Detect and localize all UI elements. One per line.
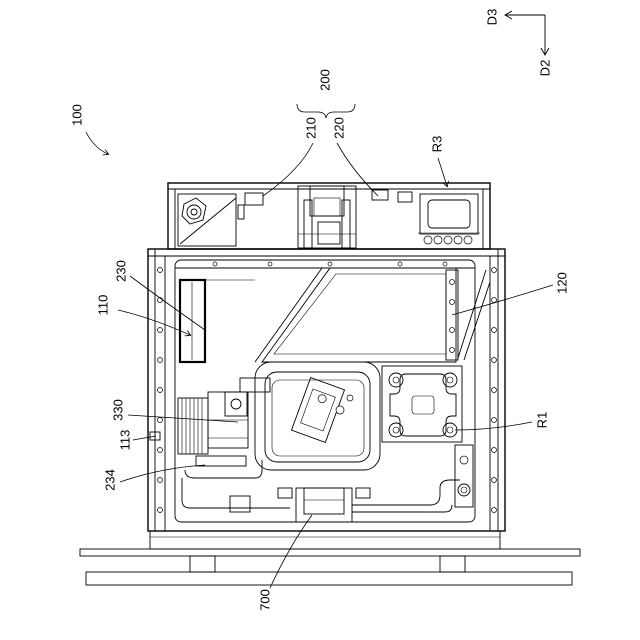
rivet: [158, 418, 163, 423]
rivet: [492, 418, 497, 423]
bolt: [443, 262, 447, 266]
label-r3: R3: [430, 136, 445, 153]
r3-connector: [424, 236, 432, 244]
rivet: [158, 358, 163, 363]
panel-bolt: [450, 328, 455, 333]
rivet: [492, 448, 497, 453]
panel-bolt: [450, 348, 455, 353]
label-d3: D3: [485, 9, 500, 26]
rivet: [158, 328, 163, 333]
label-230: 230: [114, 260, 129, 282]
rivet: [158, 388, 163, 393]
panel-bolt: [450, 280, 455, 285]
rivet: [492, 328, 497, 333]
r3-connector: [444, 236, 452, 244]
rivet: [158, 448, 163, 453]
bolt: [398, 262, 402, 266]
label-r1: R1: [535, 412, 550, 429]
bolt: [213, 262, 217, 266]
label-113: 113: [118, 430, 133, 451]
rivet: [492, 298, 497, 303]
right-lower-fitting: [460, 456, 468, 464]
rivet: [492, 508, 497, 513]
chamber-fitting: [336, 406, 344, 414]
rivet: [158, 268, 163, 273]
r3-connector: [454, 236, 462, 244]
label-210: 210: [304, 117, 319, 139]
label-100: 100: [70, 104, 85, 126]
r3-connector: [464, 236, 472, 244]
rivet: [492, 268, 497, 273]
chamber-fitting: [347, 395, 353, 401]
label-d2: D2: [538, 60, 553, 77]
rivet: [492, 388, 497, 393]
label-234: 234: [103, 469, 118, 491]
label-700: 700: [258, 589, 273, 611]
label-330: 330: [111, 399, 126, 421]
r3-connector: [434, 236, 442, 244]
bolt: [328, 262, 332, 266]
rivet: [492, 478, 497, 483]
panel-bolt: [450, 300, 455, 305]
rivet: [492, 358, 497, 363]
label-220: 220: [332, 117, 347, 139]
label-200: 200: [318, 69, 333, 91]
rivet: [158, 478, 163, 483]
label-120: 120: [555, 272, 570, 294]
label-110: 110: [96, 295, 111, 316]
rivet: [158, 508, 163, 513]
bolt: [268, 262, 272, 266]
